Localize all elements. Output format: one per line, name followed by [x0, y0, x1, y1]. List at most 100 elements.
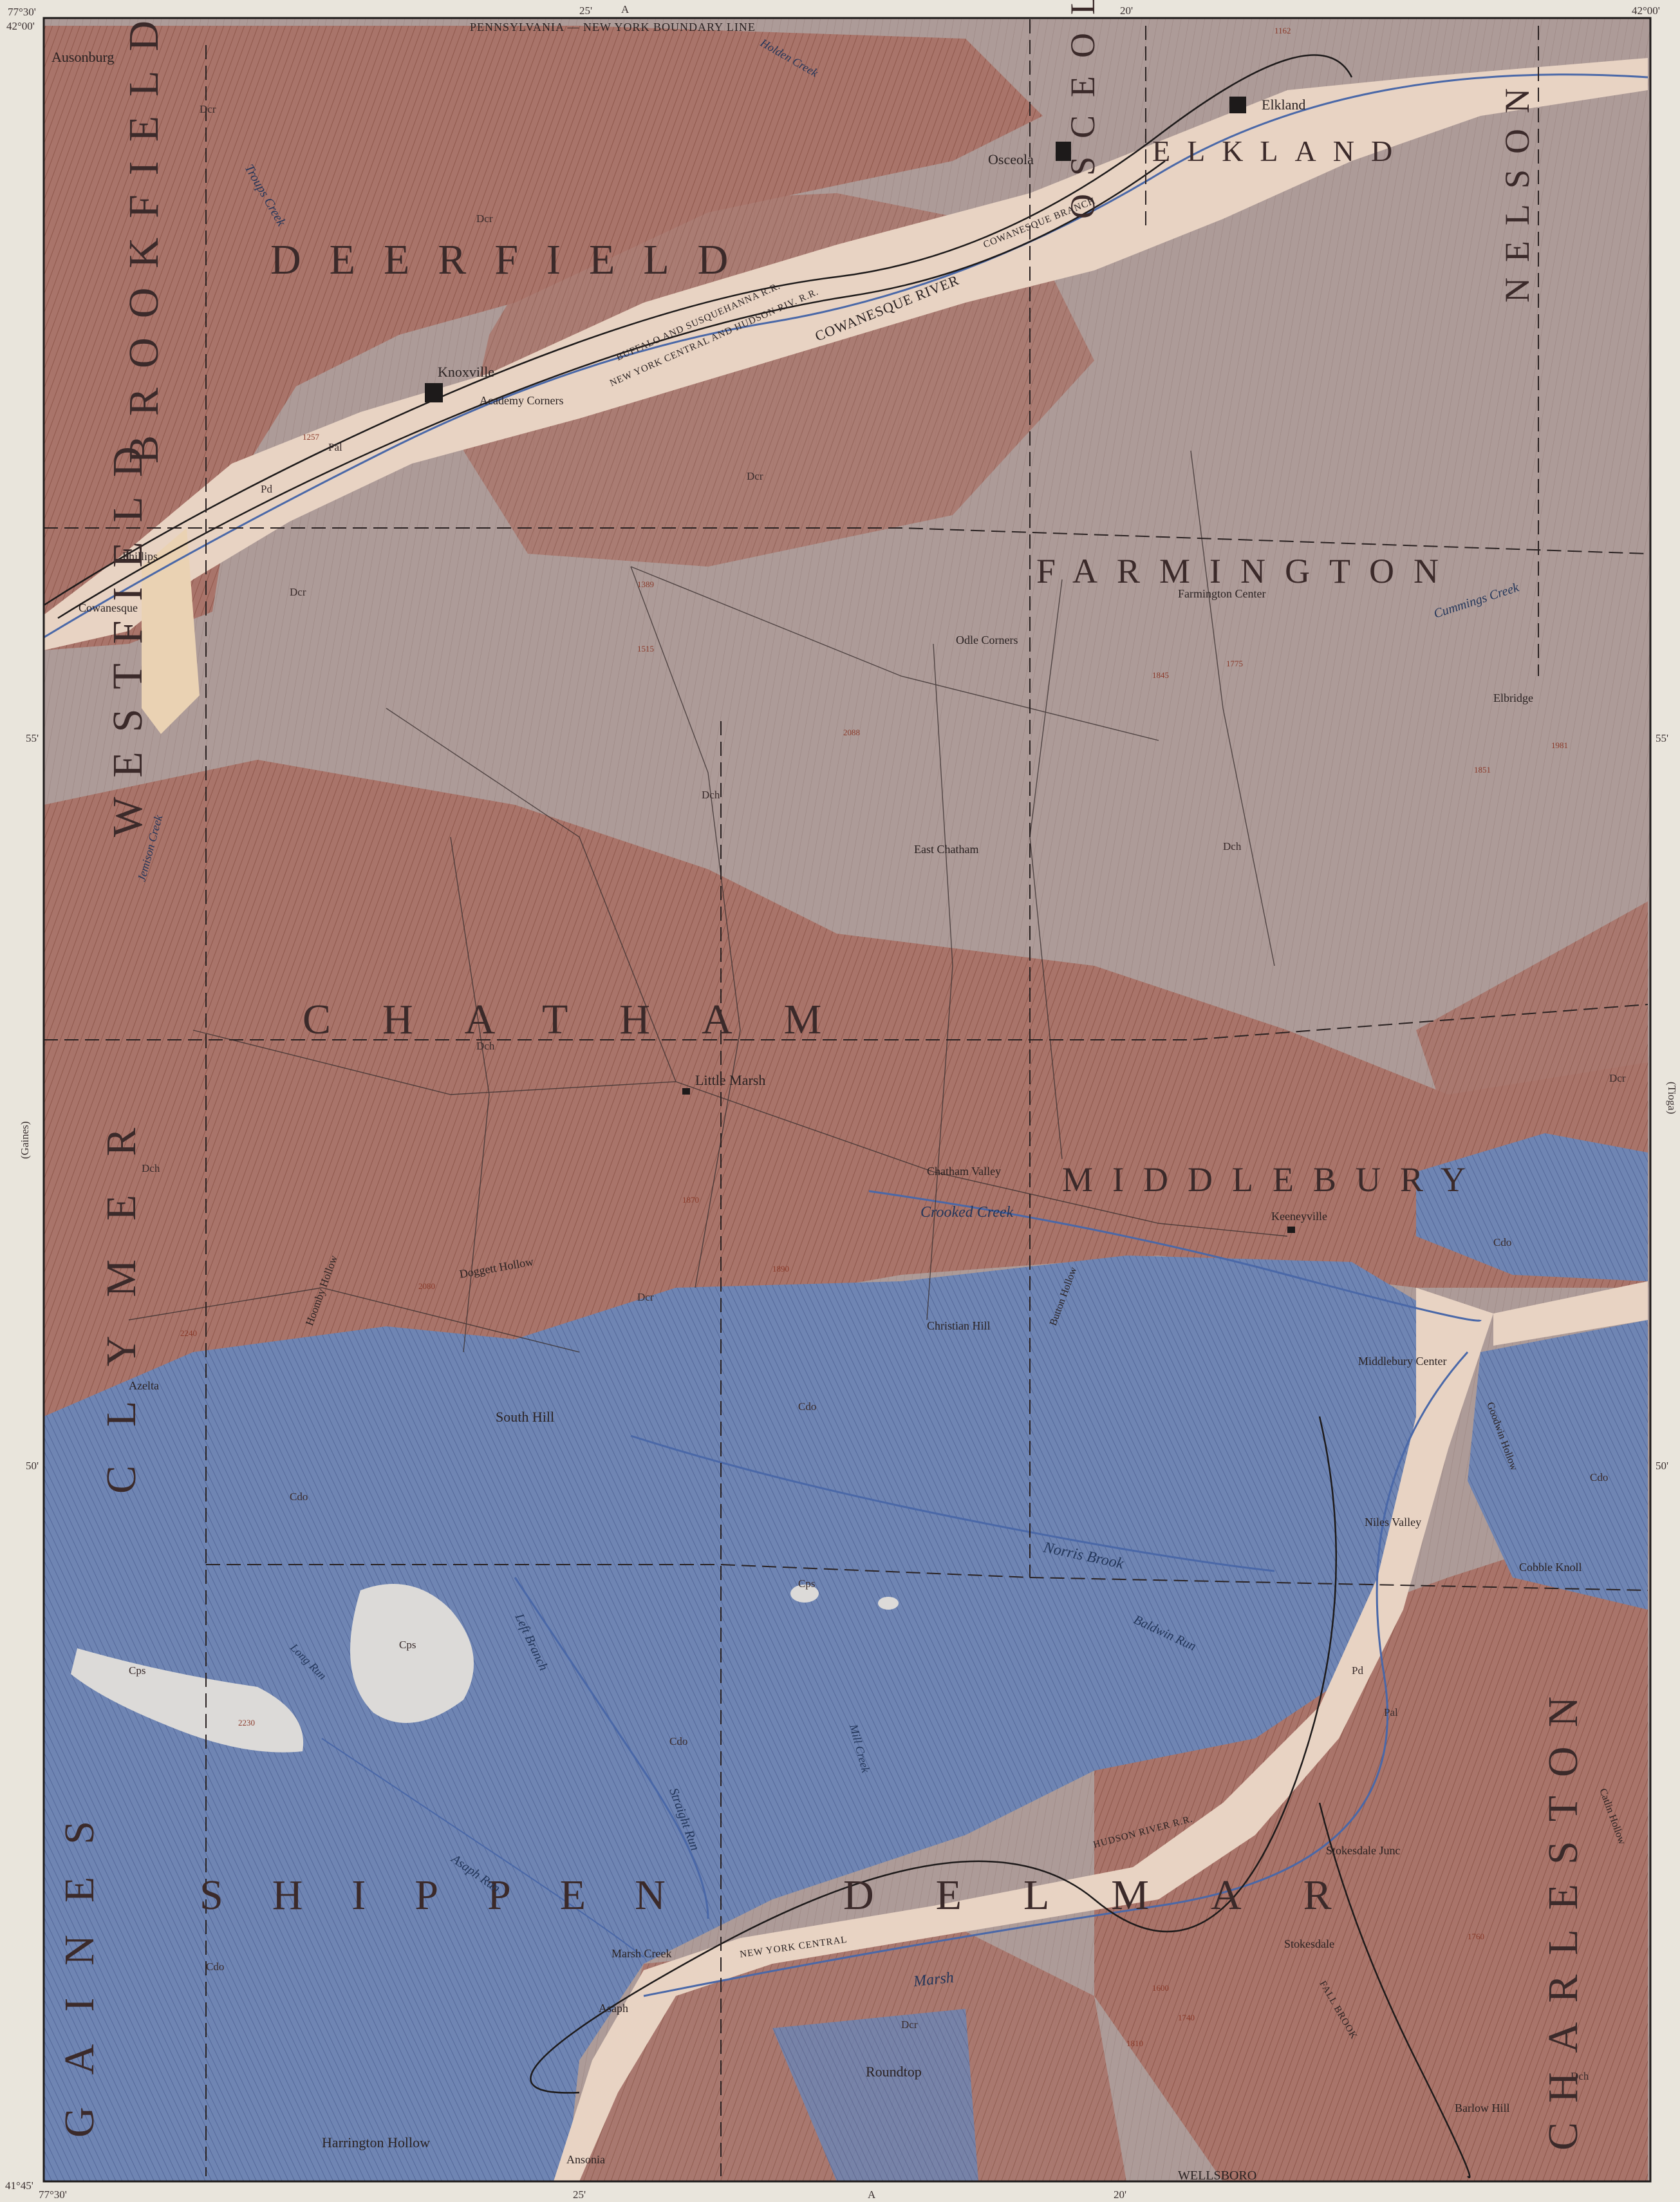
unit-label: Dch: [142, 1162, 160, 1174]
bottom-tick-2: A: [868, 2188, 876, 2201]
unit-label: Pd: [261, 483, 272, 495]
place-elbridge: Elbridge: [1493, 692, 1533, 704]
township-westfield: WESTFIELD: [104, 427, 151, 837]
unit-label: Cps: [798, 1577, 815, 1590]
place-south-hill: South Hill: [496, 1409, 554, 1425]
township-boundaries: [44, 19, 1648, 2176]
elevation: 2088: [843, 728, 860, 737]
unit-label: Cdo: [290, 1491, 308, 1503]
township-shippen: SHIPPEN: [200, 1872, 714, 1919]
elevation: 1851: [1474, 765, 1491, 775]
place-little-marsh: Little Marsh: [695, 1072, 765, 1088]
elevation: 1740: [1178, 2013, 1195, 2022]
place-osceola: Osceola: [988, 151, 1034, 167]
unit-label: Dcr: [1609, 1072, 1626, 1084]
unit-label: Pal: [328, 441, 342, 453]
elevation: 1890: [772, 1264, 789, 1274]
corner-label-tl: 77°30': [8, 6, 36, 18]
township-nelson: NELSON: [1498, 73, 1536, 303]
township-delmar: DELMAR: [843, 1872, 1394, 1919]
elevation: 1810: [1126, 2038, 1143, 2048]
elevation: 2240: [180, 1328, 197, 1338]
elevation: 1870: [682, 1195, 699, 1205]
township-charleston: CHARLESTON: [1540, 1677, 1587, 2150]
place-christian-hill: Christian Hill: [927, 1319, 991, 1332]
township-farmington: FARMINGTON: [1036, 552, 1458, 590]
elevation: 1845: [1152, 670, 1169, 680]
elevation-labels: 1162 1257 2088 1851 1981 2230 1870 1890 …: [180, 26, 1568, 2048]
unit-label: Cdo: [669, 1735, 687, 1747]
corner-label-tl2: 42°00': [6, 20, 35, 32]
unit-label: Dch: [1571, 2070, 1589, 2082]
corner-label-tr: 42°00': [1632, 5, 1660, 17]
top-tick-3: 20': [1120, 5, 1133, 17]
right-tick-55: 55': [1656, 732, 1668, 744]
bottom-tick-3: 20': [1114, 2188, 1126, 2201]
place-wellsboro: WELLSBORO: [1178, 2169, 1256, 2183]
neighbor-left: (Gaines): [19, 1121, 31, 1159]
unit-label: Dch: [476, 1040, 495, 1052]
township-chatham: CHATHAM: [303, 996, 873, 1043]
place-phillips: Phillips: [122, 550, 158, 563]
place-chatham-valley: Chatham Valley: [927, 1165, 1001, 1178]
corner-label-bl2: 77°30': [39, 2188, 67, 2201]
township-osceola: OSCEOLA: [1063, 0, 1102, 219]
corner-label-bl: 41°45': [5, 2179, 33, 2192]
unit-label: Cps: [129, 1664, 145, 1677]
place-middlebury-center: Middlebury Center: [1358, 1355, 1446, 1368]
neighbor-right: (Tioga): [1666, 1082, 1678, 1114]
stream-crooked-creek: Crooked Creek: [920, 1204, 1014, 1221]
elevation: 2080: [418, 1281, 435, 1291]
township-gaines: GAINES: [56, 1789, 103, 2138]
unit-cps-areas: [71, 1584, 899, 1753]
elevation: 1775: [1226, 659, 1243, 668]
township-deerfield: DEERFIELD: [270, 236, 756, 283]
unit-pal-valleys: [44, 58, 1648, 2181]
place-farmington-center: Farmington Center: [1178, 587, 1265, 600]
elevation: 2230: [238, 1718, 255, 1727]
place-cowanesque: Cowanesque: [79, 601, 138, 614]
place-stokesdale: Stokesdale: [1284, 1937, 1334, 1950]
unit-label: Cdo: [798, 1400, 816, 1413]
place-ausonburg: Ausonburg: [51, 49, 114, 65]
place-knoxville: Knoxville: [438, 364, 494, 380]
unit-label: Dcr: [290, 586, 306, 598]
unit-label: Dcr: [901, 2018, 918, 2031]
elevation: 1760: [1468, 1932, 1484, 1941]
unit-label: Dcr: [476, 212, 493, 225]
place-academy-corners: Academy Corners: [480, 394, 563, 407]
township-clymer: CLYMER: [98, 1089, 145, 1494]
place-cobble-knoll: Cobble Knoll: [1519, 1561, 1582, 1574]
left-tick-55: 55': [26, 732, 39, 744]
township-middlebury: MIDDLEBURY: [1062, 1160, 1485, 1199]
unit-label: Dcr: [200, 103, 216, 115]
place-marsh-creek: Marsh Creek: [611, 1947, 671, 1960]
place-keeneyville: Keeneyville: [1271, 1210, 1327, 1223]
bottom-tick-1: 25': [573, 2188, 586, 2201]
unit-label: Dch: [1223, 840, 1242, 852]
place-barlow-hill: Barlow Hill: [1455, 2102, 1510, 2114]
elevation: 1515: [637, 644, 654, 654]
place-odle-corners: Odle Corners: [956, 634, 1018, 646]
place-roundtop: Roundtop: [866, 2064, 922, 2080]
township-brookfield: BROOKFIELD: [120, 1, 167, 464]
top-tick-2: A: [621, 3, 630, 15]
left-tick-50: 50': [26, 1460, 39, 1472]
unit-label: Cdo: [1590, 1471, 1608, 1483]
unit-label: Cps: [399, 1639, 416, 1651]
top-tick-1: 25': [579, 5, 592, 17]
railroads: [43, 54, 1471, 2178]
place-harrington-hollow: Harrington Hollow: [322, 2134, 430, 2150]
elevation: 1600: [1152, 1983, 1169, 1993]
unit-symbols: Dcr Dcr Dcr Dcr Dch Dch Dcr Dch Dch Dcr …: [129, 103, 1626, 2082]
neatline: [42, 17, 1652, 2183]
unit-label: Pal: [1384, 1706, 1398, 1718]
place-asaph: Asaph: [599, 2002, 628, 2015]
place-niles-valley: Niles Valley: [1365, 1516, 1421, 1529]
place-stokesdale-junc: Stokesdale Junc: [1326, 1844, 1400, 1857]
right-tick-50: 50': [1656, 1460, 1668, 1472]
town-blocks: [425, 97, 1295, 1233]
place-ansonia: Ansonia: [566, 2153, 605, 2166]
unit-label: Dcr: [637, 1291, 654, 1303]
